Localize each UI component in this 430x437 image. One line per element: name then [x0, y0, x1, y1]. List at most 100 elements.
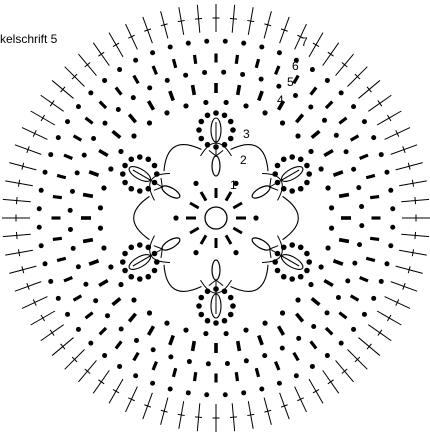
round1-stitch — [201, 235, 206, 244]
round7-stitch — [173, 368, 175, 377]
round8-dot — [133, 373, 138, 378]
round7-stitch — [311, 87, 316, 94]
round5-stitch — [99, 281, 108, 286]
round9-bar — [247, 20, 254, 21]
round4-dot — [262, 110, 267, 115]
round8-dot — [76, 104, 81, 109]
round8-dot — [150, 381, 155, 386]
round4-dot — [329, 205, 334, 210]
round8-dot — [48, 152, 53, 157]
petal-dot — [205, 112, 211, 118]
round7-stitch — [74, 296, 82, 301]
round5-stitch — [113, 298, 121, 304]
round9-bar — [387, 315, 391, 321]
round5-stitch — [312, 298, 320, 304]
round8-dot — [88, 341, 93, 346]
round8-dot — [384, 170, 389, 175]
round2-leaf — [160, 236, 181, 253]
round9-bar — [113, 389, 119, 393]
round1-stitch — [233, 228, 242, 233]
round6-dot — [147, 85, 152, 90]
round8-dot — [362, 312, 367, 317]
round3-loop — [231, 145, 268, 172]
round6-dot — [325, 310, 330, 315]
petal-dot — [137, 154, 143, 160]
round5-stitch — [193, 85, 195, 95]
round8-dot — [339, 90, 344, 95]
round8-dot — [88, 90, 93, 95]
round7-stitch — [276, 66, 279, 74]
round-label: 1 — [230, 178, 237, 192]
round1-stitch — [201, 192, 206, 201]
round6-dot — [91, 136, 96, 141]
petal-dot — [230, 303, 236, 309]
round9-bar — [412, 180, 413, 187]
petal-dot — [298, 156, 304, 162]
round5-stitch — [259, 91, 262, 100]
round8-dot — [102, 78, 107, 83]
round9-bar — [378, 100, 382, 106]
round3-loop — [164, 145, 201, 172]
petal-dot — [122, 268, 128, 274]
round9-bar — [18, 180, 19, 187]
round6-dot — [75, 170, 80, 175]
round-label: 6 — [292, 59, 299, 73]
petal-dot — [152, 163, 158, 169]
round8-dot — [371, 296, 376, 301]
round6-dot — [187, 359, 192, 364]
round8-dot — [351, 104, 356, 109]
petal-dot — [128, 244, 134, 250]
petal-dot — [128, 274, 134, 280]
round6-dot — [134, 338, 139, 343]
round8-dot — [37, 225, 42, 230]
round8-dot — [204, 39, 209, 44]
round6-dot — [102, 121, 107, 126]
petal-dot — [304, 163, 310, 169]
round8-dot — [223, 39, 228, 44]
round8-dot — [117, 67, 122, 72]
round9-bar — [313, 389, 319, 393]
round8-dot — [310, 364, 315, 369]
round1-stitch — [190, 203, 199, 208]
round8-dot — [241, 390, 246, 395]
round5-stitch — [324, 151, 333, 156]
round7-stitch — [116, 341, 121, 348]
round5-stitch — [339, 195, 349, 197]
round6-dot — [76, 264, 81, 269]
petal-dot — [198, 136, 204, 142]
round9-bar — [50, 100, 54, 106]
round9-bar — [113, 43, 119, 47]
round6-dot — [105, 313, 110, 318]
round4-dot — [108, 166, 113, 171]
round9-bar — [412, 249, 413, 256]
round4-dot — [203, 100, 208, 105]
round9-bar — [328, 380, 334, 384]
round7-stitch — [173, 59, 175, 68]
round-label: 3 — [243, 127, 250, 141]
round7-stitch — [64, 155, 72, 158]
round9-bar — [387, 115, 391, 121]
round1-stitch — [226, 192, 231, 201]
round7-stitch — [366, 258, 375, 260]
round8-dot — [390, 206, 395, 211]
petal-dot — [145, 156, 151, 162]
round-label: 4 — [277, 93, 284, 107]
round6-dot — [206, 361, 211, 366]
round7-stitch — [236, 55, 237, 64]
round9-bar — [178, 20, 185, 21]
round9-bar — [230, 417, 237, 418]
round1-stitch — [233, 203, 242, 208]
round8-dot — [39, 188, 44, 193]
petal-dot — [128, 186, 134, 192]
round9-bar — [178, 414, 185, 415]
round8-dot — [37, 206, 42, 211]
round8-dot — [43, 261, 48, 266]
petal-dot — [128, 156, 134, 162]
round6-dot — [345, 278, 350, 283]
petal-dot — [122, 251, 128, 257]
round6-dot — [262, 353, 267, 358]
round8-dot — [325, 353, 330, 358]
round4-dot — [147, 310, 152, 315]
round8-dot — [390, 225, 395, 230]
round6-dot — [202, 70, 207, 75]
